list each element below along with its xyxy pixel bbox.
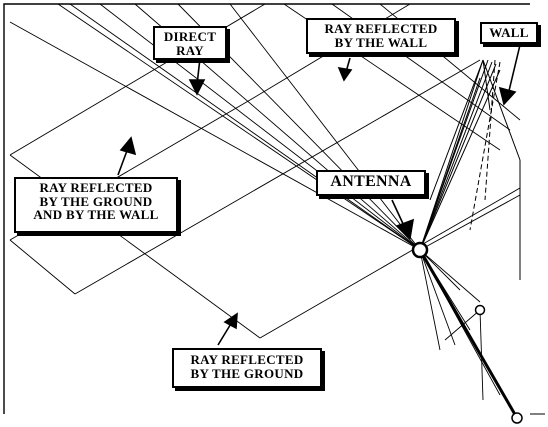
ground-and-wall-label-line-2: BY THE GROUND	[39, 193, 153, 209]
wall-reflected-label-line-2: BY THE WALL	[334, 34, 428, 50]
antenna-arrowhead	[395, 218, 415, 240]
callout-arrows	[117, 44, 521, 346]
direct-ray-arrowhead	[188, 79, 206, 96]
wall-structure	[429, 59, 521, 280]
ground-reflected-label-line-2: BY THE GROUND	[190, 365, 304, 381]
antenna-label-line-1: ANTENNA	[330, 173, 412, 190]
mast-joint-marker	[474, 304, 486, 316]
ground-reflected-arrowhead	[223, 312, 238, 330]
wall-arrowhead	[498, 86, 517, 106]
ground-wall-arrowhead	[119, 136, 137, 156]
wall-reflected-label-line-1: RAY REFLECTED	[324, 21, 438, 36]
antenna-marker	[411, 241, 429, 259]
wall-reflected-arrowhead	[337, 66, 353, 82]
wall-label-line-1: WALL	[489, 25, 529, 40]
direct-ray-label-line-2: RAY	[176, 42, 204, 58]
ground-reflected-label: RAY REFLECTED BY THE GROUND	[172, 348, 322, 388]
wall-reflected-label: RAY REFLECTED BY THE WALL	[306, 18, 456, 54]
ground-wall-arrow	[117, 147, 129, 176]
ground-reflected-arrow	[217, 321, 233, 346]
wall-label: WALL	[480, 22, 538, 44]
ground-and-wall-label-line-1: RAY REFLECTED	[39, 180, 153, 195]
ground-reflected-label-line-1: RAY REFLECTED	[190, 352, 304, 367]
frame-border	[3, 3, 530, 414]
direct-ray-label: DIRECT RAY	[153, 26, 227, 60]
ground-and-wall-label: RAY REFLECTED BY THE GROUND AND BY THE W…	[14, 177, 178, 233]
antenna-label: ANTENNA	[316, 170, 426, 196]
antenna-mast	[418, 249, 519, 419]
wall-reflected-rays	[419, 59, 501, 251]
direct-ray-label-line-1: DIRECT	[163, 29, 217, 44]
ground-and-wall-label-line-3: AND BY THE WALL	[33, 207, 159, 223]
ground-image-marker	[511, 412, 523, 424]
wall-arrow	[507, 44, 521, 96]
